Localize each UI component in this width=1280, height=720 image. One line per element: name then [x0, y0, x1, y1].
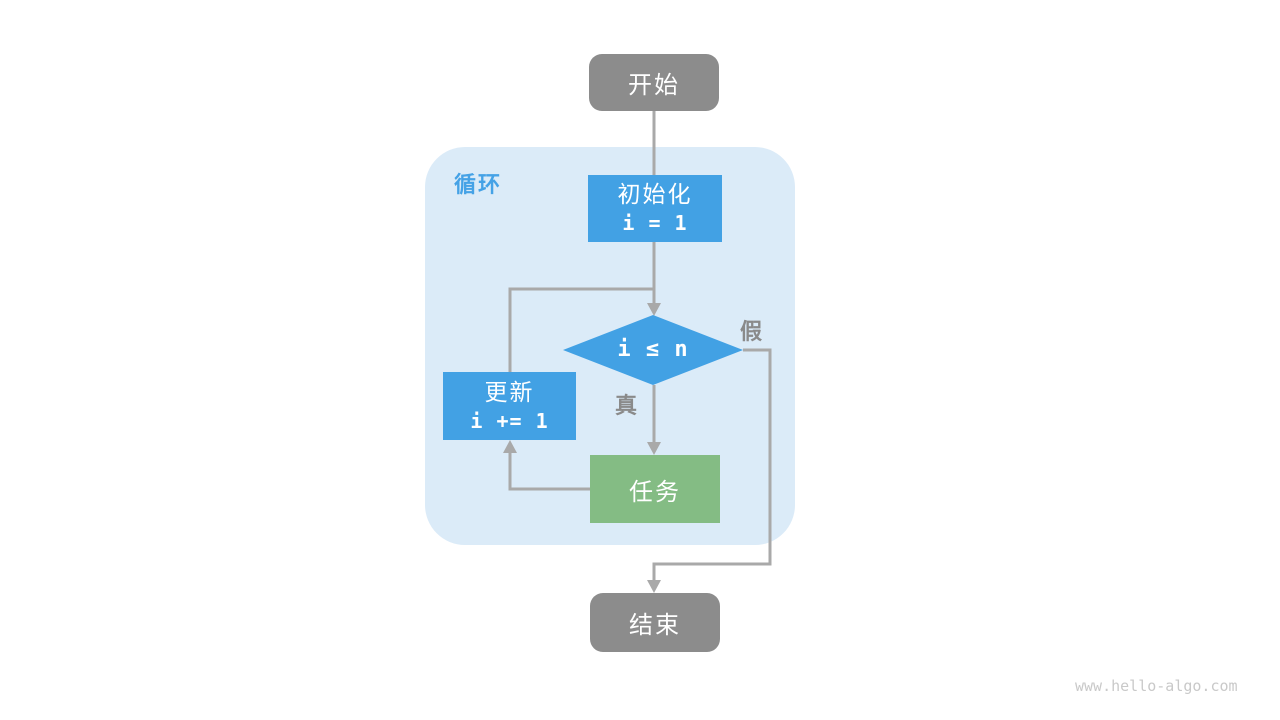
arrowhead-into-end	[647, 580, 661, 593]
update-node: 更新 i += 1	[443, 372, 576, 440]
site-watermark: www.hello-algo.com	[1075, 677, 1238, 695]
init-node: 初始化 i = 1	[588, 175, 722, 242]
end-node-label: 结束	[629, 612, 681, 639]
edge-task-to-update	[508, 453, 590, 491]
loop-scope-label: 循环	[454, 172, 503, 197]
init-node-code: i = 1	[622, 211, 688, 235]
edge-label-false: 假	[740, 319, 763, 344]
arrowhead-into-update	[503, 440, 517, 453]
init-node-label: 初始化	[617, 181, 693, 207]
end-node: 结束	[590, 593, 720, 652]
edge-update-to-condition	[508, 287, 654, 372]
task-node: 任务	[590, 455, 720, 523]
condition-node-code: i ≤ n	[617, 337, 689, 362]
update-node-code: i += 1	[470, 408, 549, 433]
edge-condition-to-end	[652, 348, 772, 581]
arrowhead-into-task	[647, 442, 661, 455]
task-node-label: 任务	[629, 478, 681, 506]
arrowhead-into-condition	[647, 303, 661, 316]
start-node: 开始	[589, 54, 719, 111]
start-node-label: 开始	[628, 72, 680, 99]
edge-label-true: 真	[615, 393, 638, 418]
update-node-label: 更新	[484, 378, 535, 405]
